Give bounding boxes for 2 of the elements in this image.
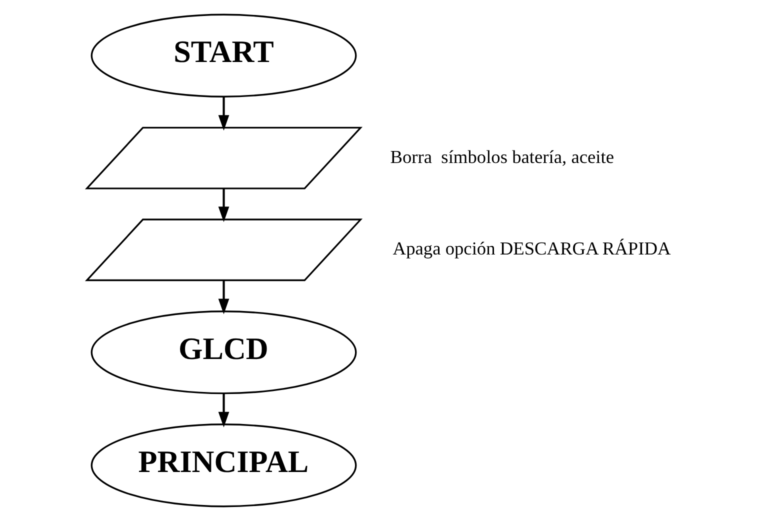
node-label: Apaga opción DESCARGA RÁPIDA — [392, 238, 671, 258]
node-label: Borra símbolos batería, aceite — [390, 146, 614, 166]
